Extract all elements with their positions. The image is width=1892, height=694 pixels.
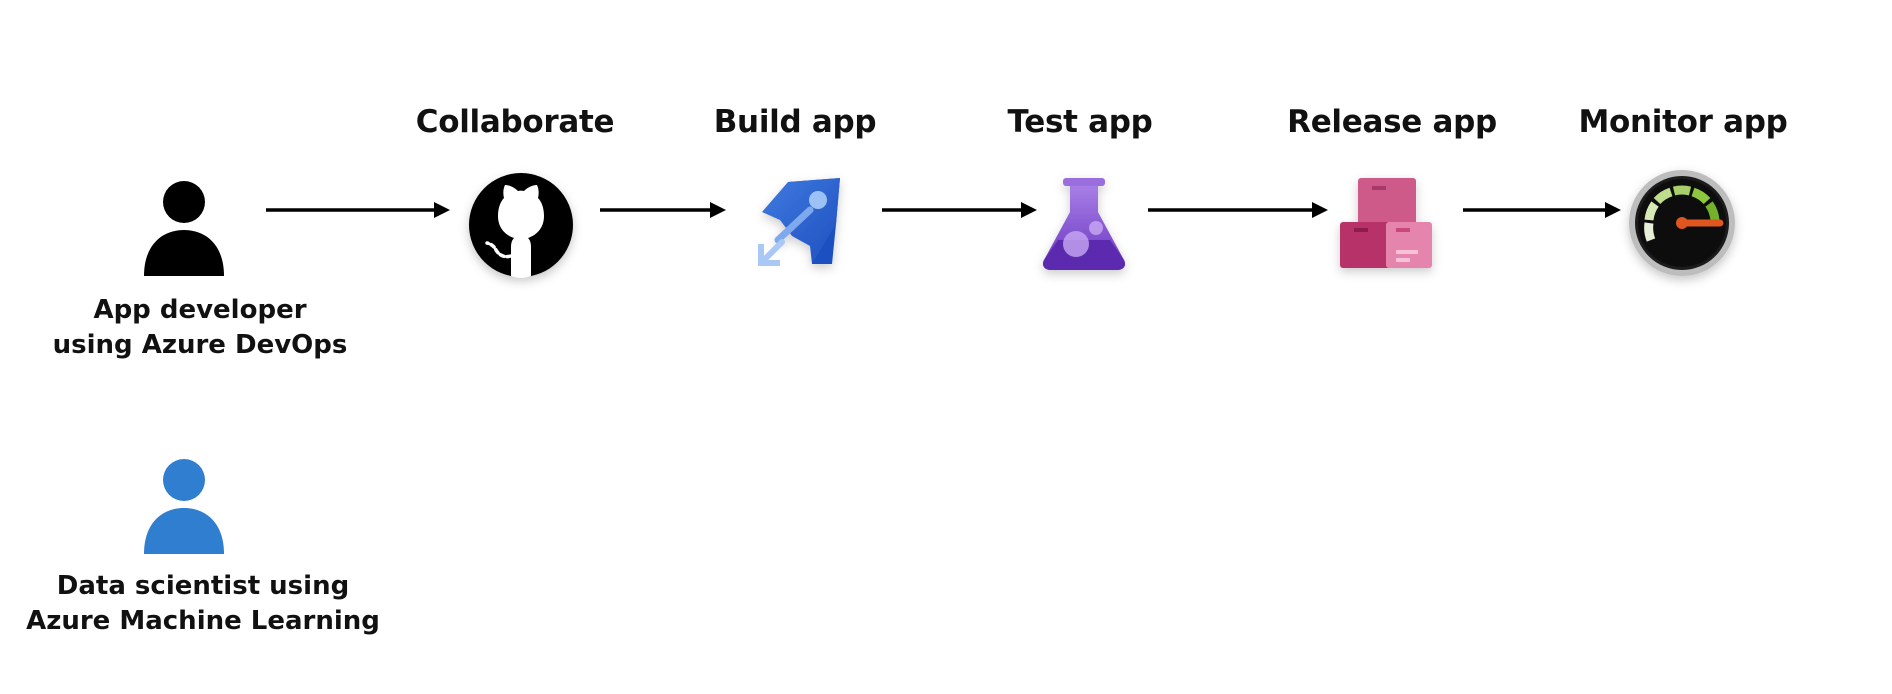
monitor-speedometer-icon xyxy=(1627,168,1737,278)
stage-title-monitor: Monitor app xyxy=(1578,104,1788,140)
release-boxes-icon xyxy=(1336,176,1436,272)
stage-title-build: Build app xyxy=(713,104,877,140)
persona-label-line: Azure Machine Learning xyxy=(26,606,380,636)
flow-arrow-release-to-monitor xyxy=(1463,199,1621,221)
azure-pipelines-rocket-icon xyxy=(752,176,848,272)
stage-title-release: Release app xyxy=(1287,104,1497,140)
flow-arrow-test-to-release xyxy=(1148,199,1328,221)
flow-arrow-build-to-test xyxy=(882,199,1037,221)
flow-arrow-developer-to-collaborate xyxy=(266,199,450,221)
persona-label-data-scientist: Data scientist using Azure Machine Learn… xyxy=(3,569,403,639)
person-icon xyxy=(143,458,225,554)
stage-title-collaborate: Collaborate xyxy=(415,104,615,140)
stage-title-test: Test app xyxy=(1007,104,1153,140)
person-icon xyxy=(143,180,225,276)
persona-label-line: Data scientist using xyxy=(56,571,350,601)
flow-arrow-collaborate-to-build xyxy=(600,199,726,221)
persona-label-app-developer: App developer using Azure DevOps xyxy=(0,293,400,363)
persona-label-line: using Azure DevOps xyxy=(52,330,348,360)
github-icon xyxy=(468,172,574,278)
persona-label-line: App developer xyxy=(93,295,307,325)
test-flask-icon xyxy=(1038,174,1130,274)
